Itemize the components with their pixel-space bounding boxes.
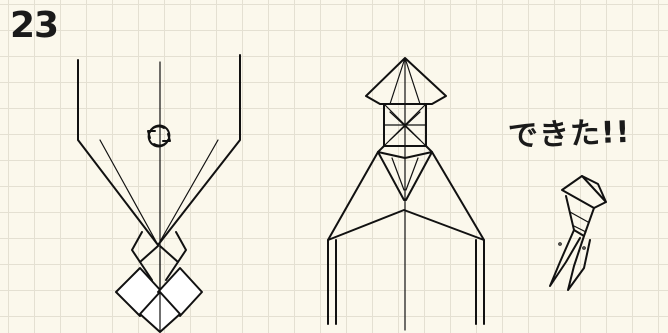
squid-icon [0,0,668,333]
